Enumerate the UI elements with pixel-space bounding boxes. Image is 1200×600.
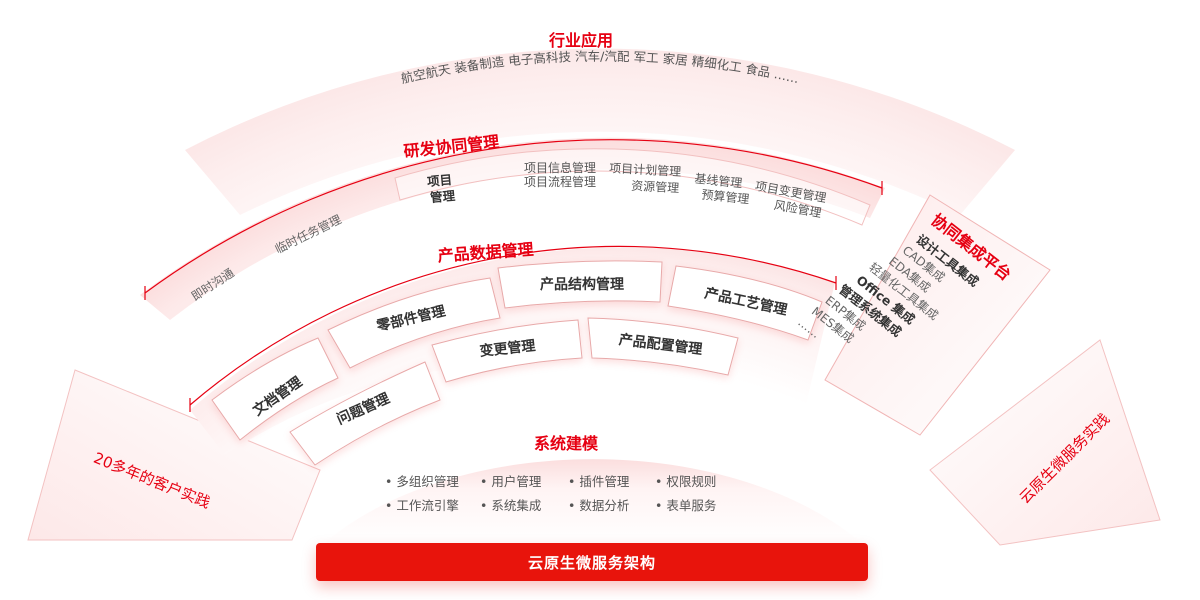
system-item: • 系统集成 [480, 498, 541, 513]
collab-platform-panel [824, 194, 1051, 436]
industry-item: 装备制造 [453, 54, 505, 76]
base-architecture-label: 云原生微服务架构 [527, 553, 656, 572]
system-item: • 用户管理 [480, 474, 542, 489]
industry-item: …… [773, 66, 801, 86]
industry-title: 行业应用 [548, 31, 613, 50]
right-wing-panel [929, 339, 1161, 546]
project-item: 项目流程管理 [524, 174, 596, 189]
base-architecture-bar: 云原生微服务架构 [316, 543, 868, 581]
system-item: • 数据分析 [568, 498, 629, 513]
box-config-mgmt[interactable] [587, 317, 739, 376]
project-label-1: 项目 [426, 172, 452, 189]
industry-item: 汽车/汽配 [575, 49, 630, 65]
box-issue-mgmt[interactable] [289, 361, 441, 466]
pdm-module-change: 变更管理 [479, 337, 536, 360]
box-product-process[interactable] [667, 265, 823, 341]
industry-band [185, 48, 1015, 215]
system-item: • 表单服务 [655, 498, 716, 513]
system-modeling-dome [322, 459, 864, 545]
industry-item: 电子高科技 [508, 49, 572, 68]
system-item: • 权限规则 [655, 474, 716, 489]
system-item: • 插件管理 [568, 474, 630, 489]
project-item: 预算管理 [701, 187, 750, 207]
box-product-structure[interactable] [497, 260, 663, 309]
pdm-arc-line [189, 245, 837, 406]
project-mgmt-panel [394, 148, 871, 226]
project-item: 基线管理 [694, 171, 743, 191]
system-items: • 多组织管理 • 用户管理 • 插件管理 • 权限规则 • 工作流引擎 • 系… [385, 474, 716, 513]
project-item: 项目信息管理 [524, 160, 596, 175]
box-doc-mgmt[interactable] [211, 337, 339, 441]
project-item: 项目计划管理 [609, 160, 682, 179]
project-item: 资源管理 [631, 178, 680, 195]
industry-item: 家居 [662, 51, 688, 68]
pdm-module-structure: 产品结构管理 [540, 276, 624, 293]
industry-item: 精细化工 [691, 54, 743, 75]
industry-item: 食品 [744, 61, 771, 80]
system-item: • 工作流引擎 [385, 498, 459, 513]
industry-item: 军工 [633, 49, 659, 65]
rd-arc-line [144, 139, 883, 294]
project-label-2: 管理 [429, 188, 456, 205]
system-item: • 多组织管理 [385, 474, 459, 489]
box-change-mgmt[interactable] [431, 319, 583, 383]
system-title: 系统建模 [534, 434, 599, 453]
box-parts-mgmt[interactable] [327, 277, 501, 369]
